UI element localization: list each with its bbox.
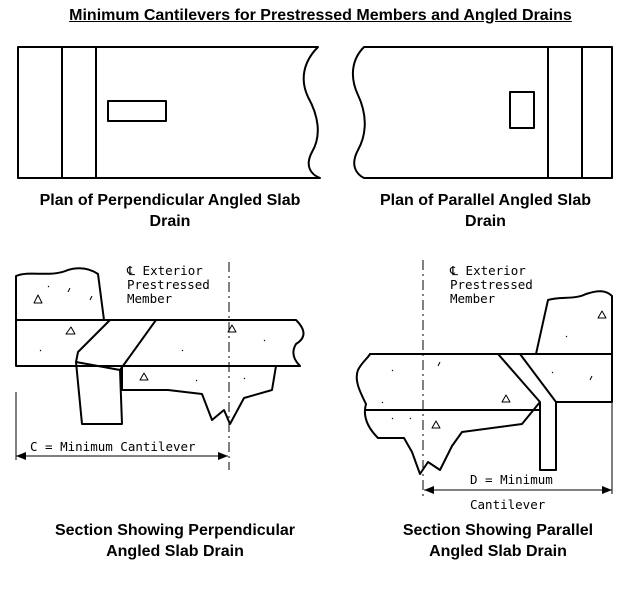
caption-plan-perpendicular-line-2: Drain: [149, 213, 191, 230]
section-perpendicular: ℄ Exterior Prestressed Member C = Minimu…: [15, 262, 305, 470]
plan-perpendicular-outline: [17, 46, 321, 179]
caption-section-perpendicular-line-2: Angled Slab Drain: [106, 543, 244, 560]
caption-section-parallel-line-2: Angled Slab Drain: [429, 543, 567, 560]
left-member-label-1: ℄ Exterior: [126, 263, 203, 278]
dim-d-label-2: Cantilever: [470, 497, 546, 512]
plan-parallel: [351, 46, 613, 179]
section-perpendicular-beam-flange: [121, 365, 277, 425]
caption-section-parallel: Section Showing Parallel Angled Slab Dra…: [355, 520, 641, 562]
right-member-label-1: ℄ Exterior: [449, 263, 526, 278]
section-perpendicular-slab: [15, 319, 305, 367]
section-perpendicular-barrier: [15, 267, 105, 321]
section-parallel-drain: [498, 353, 557, 471]
caption-plan-parallel: Plan of Parallel Angled Slab Drain: [330, 190, 641, 232]
plan-parallel-outline: [351, 46, 613, 179]
section-parallel: ℄ Exterior Prestressed Member D = Minimu…: [355, 260, 613, 512]
caption-plan-parallel-line-1: Plan of Parallel Angled Slab: [379, 192, 591, 209]
plan-parallel-drain: [509, 91, 535, 129]
section-parallel-aggregate: [381, 310, 607, 429]
caption-section-parallel-line-1: Section Showing Parallel: [402, 522, 594, 539]
right-member-label-3: Member: [450, 291, 496, 306]
section-parallel-slab: [355, 353, 541, 475]
left-member-label-2: Prestressed: [127, 277, 210, 292]
caption-plan-perpendicular: Plan of Perpendicular Angled Slab Drain: [0, 190, 340, 232]
dim-c-label: C = Minimum Cantilever: [30, 439, 196, 454]
section-parallel-barrier: [535, 290, 613, 355]
plan-perpendicular: [17, 46, 321, 179]
left-member-label-3: Member: [127, 291, 173, 306]
dim-d-label-1: D = Minimum: [470, 472, 553, 487]
caption-plan-parallel-line-2: Drain: [465, 213, 506, 230]
diagram-title: Minimum Cantilevers for Prestressed Memb…: [69, 7, 572, 24]
caption-plan-perpendicular-line-1: Plan of Perpendicular Angled Slab: [39, 192, 301, 209]
plan-perpendicular-drain: [107, 100, 167, 122]
section-perpendicular-drain: [75, 319, 157, 425]
section-parallel-slab-right: [520, 353, 613, 403]
caption-section-perpendicular-line-1: Section Showing Perpendicular: [54, 522, 296, 539]
caption-section-perpendicular: Section Showing Perpendicular Angled Sla…: [10, 520, 340, 562]
right-member-label-2: Prestressed: [450, 277, 533, 292]
section-perpendicular-aggregate: [33, 285, 266, 382]
section-perpendicular-drain-top: [75, 361, 121, 371]
